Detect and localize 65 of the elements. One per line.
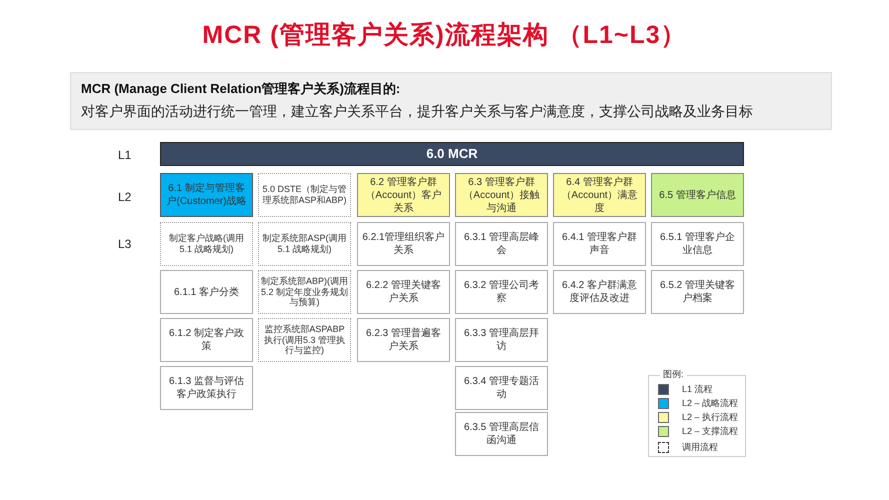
process-label: 6.1.1 客户分类: [174, 286, 240, 298]
purpose-panel: [70, 72, 832, 130]
called-process-box: [258, 270, 351, 314]
process-label: 监控系统部ASPABP执行(调用5.3 管理执行与监控): [262, 324, 346, 356]
process-label: 6.0 MCR: [426, 146, 478, 162]
called-process-box: [258, 318, 351, 362]
process-label: 制定系统部ASP(调用5.1 战略规划): [261, 233, 348, 255]
process-label: 6.2.2 管理关键客户关系: [364, 279, 442, 305]
process-label: 6.4 管理客户群（Account）满意度: [560, 176, 639, 214]
called-process-box: [258, 173, 351, 217]
process-box: [160, 366, 253, 410]
legend-text: L2 – 执行流程: [682, 411, 738, 424]
process-box: [357, 222, 450, 266]
called-process-box: [258, 222, 351, 266]
process-label: 6.5 管理客户信息: [659, 188, 736, 202]
process-label: 制定客户战略(调用5.1 战略规划): [168, 233, 245, 255]
process-label: 6.3 管理客户群（Account）接触与沟通: [462, 176, 541, 214]
process-label: 6.5.1 管理客户企业信息: [658, 231, 736, 257]
process-label: 6.3.3 管理高层拜访: [462, 327, 540, 353]
legend-title: 图例:: [660, 368, 687, 381]
process-box: [357, 270, 450, 314]
legend-text: L2 – 战略流程: [682, 397, 738, 410]
process-box: [553, 173, 646, 217]
process-label: 6.2.3 管理普遍客户关系: [364, 327, 442, 353]
process-label: 制定系统部ABP)(调用5.2 制定年度业务规划与预算): [261, 276, 348, 308]
process-label: 5.0 DSTE（制定与管理系统部ASP和ABP): [261, 184, 348, 206]
process-label: 6.1.2 制定客户政策: [168, 327, 246, 353]
process-box: [160, 318, 253, 362]
process-label: 6.4.1 管理客户群声音: [560, 231, 638, 257]
process-box: [357, 318, 450, 362]
process-box: [160, 173, 253, 217]
process-label: 6.3.2 管理公司考察: [462, 279, 540, 305]
process-label: 6.1.3 监督与评估客户政策执行: [168, 375, 246, 401]
process-box: [160, 270, 253, 314]
level-label: L3: [118, 237, 132, 251]
process-box: [651, 222, 744, 266]
process-box: [651, 270, 744, 314]
process-box: [553, 270, 646, 314]
level-label: L1: [118, 148, 132, 162]
process-box: [455, 270, 548, 314]
purpose-heading: MCR (Manage Client Relation管理客户关系)流程目的:: [81, 81, 400, 98]
process-label: 6.3.1 管理高层峰会: [462, 231, 540, 257]
process-label: 6.4.2 客户群满意度评估及改进: [560, 279, 638, 305]
process-box: [455, 366, 548, 410]
l1-process-bar: [160, 142, 744, 166]
process-box: [455, 173, 548, 217]
process-box: [357, 173, 450, 217]
process-label: 6.2 管理客户群（Account）客户关系: [364, 176, 443, 214]
legend-text: 调用流程: [682, 441, 718, 454]
title: MCR (管理客户关系)流程架构 （L1~L3）: [201, 20, 688, 51]
process-label: 6.3.4 管理专题活动: [462, 375, 540, 401]
called-process-box: [160, 222, 253, 266]
process-label: 6.5.2 管理关键客户档案: [658, 279, 736, 305]
process-box: [553, 222, 646, 266]
process-box: [455, 222, 548, 266]
process-label: 6.1 制定与管理客户(Customer)战略: [165, 182, 248, 208]
process-box: [651, 173, 744, 217]
legend-text: L1 流程: [682, 383, 713, 396]
process-label: 6.3.5 管理高层信函沟通: [462, 421, 540, 447]
process-box: [455, 412, 548, 456]
level-label: L2: [118, 190, 132, 204]
process-box: [455, 318, 548, 362]
purpose-text: 对客户界面的活动进行统一管理，建立客户关系平台，提升客户关系与客户满意度，支撑公司战略及业务目标: [81, 102, 753, 121]
legend-text: L2 – 支撑流程: [682, 425, 738, 438]
process-label: 6.2.1管理组织客户关系: [362, 231, 445, 257]
